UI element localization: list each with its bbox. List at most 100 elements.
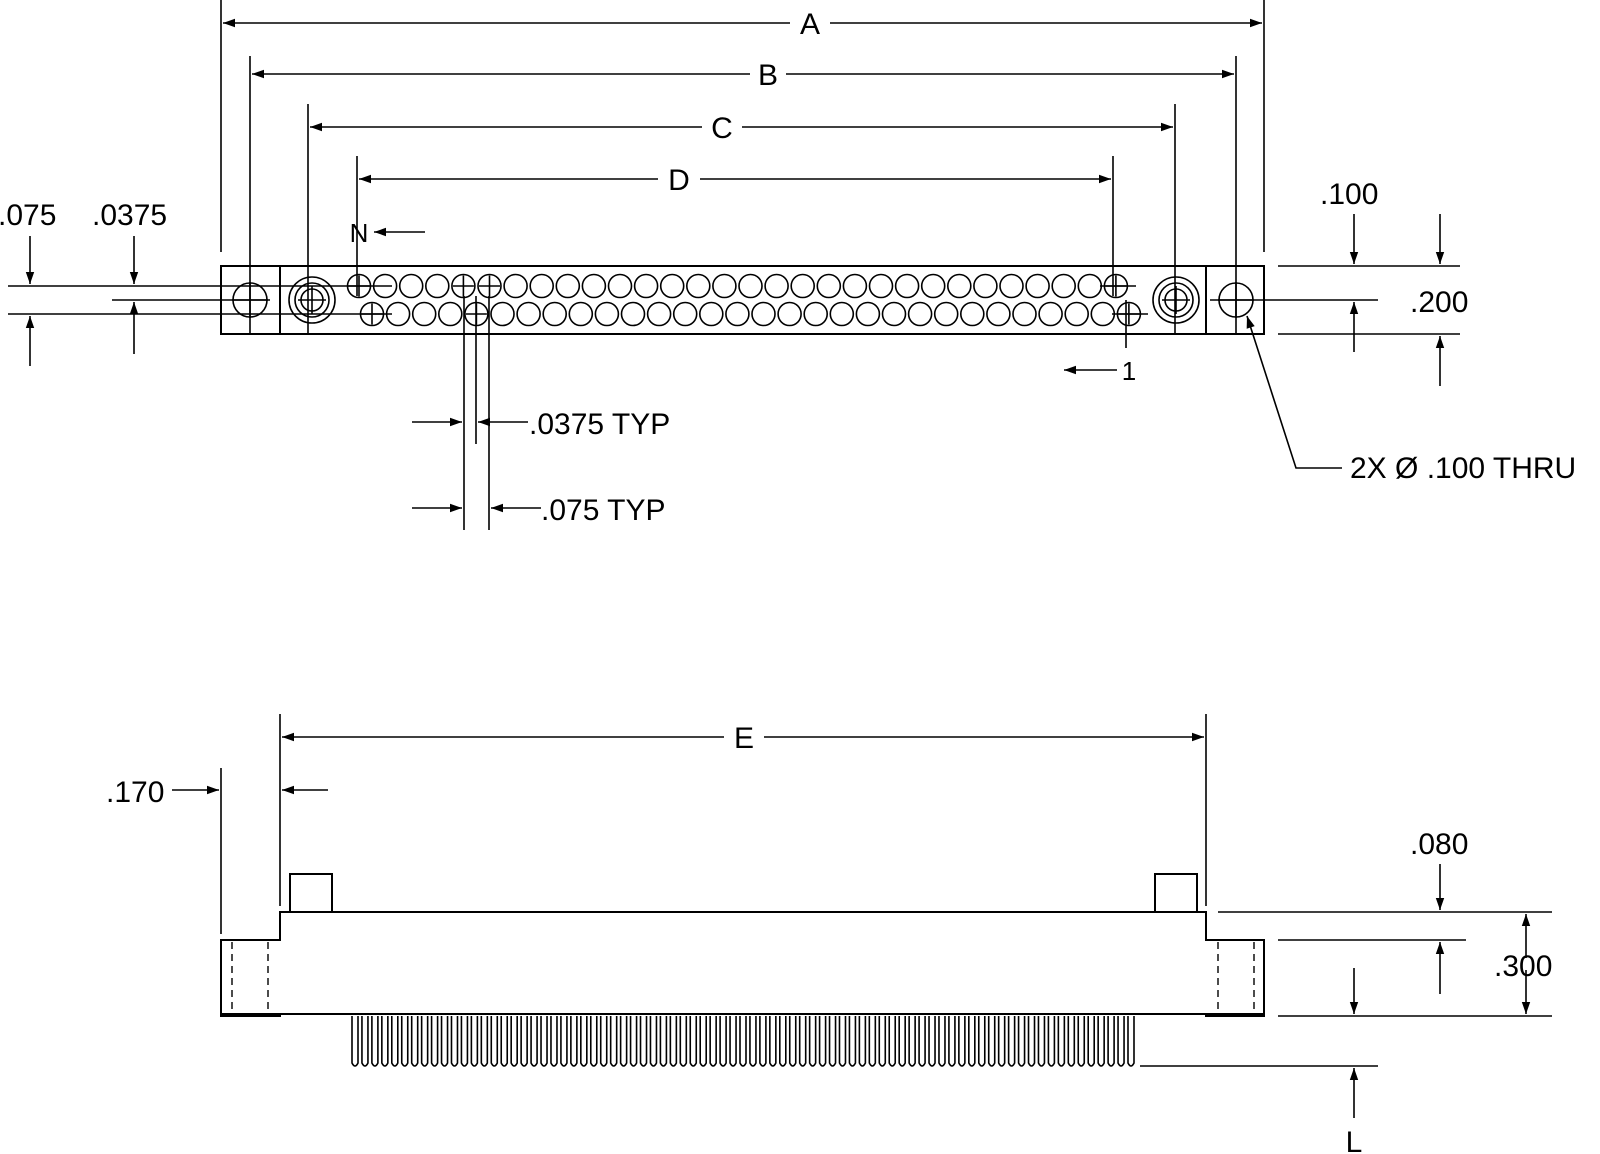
contact-tail (1107, 1016, 1115, 1067)
pin-1-label: 1 (1122, 356, 1136, 386)
contact-tail (1127, 1016, 1135, 1067)
contact-row1 (1051, 273, 1076, 299)
pitch-075-label: .075 TYP (541, 494, 666, 527)
contact-tail (530, 1016, 538, 1067)
contact-row1 (894, 273, 920, 299)
contact-row2 (777, 301, 802, 327)
contact-tail (1027, 1016, 1036, 1067)
contact-tail (460, 1016, 469, 1067)
contact-tail (390, 1016, 399, 1067)
contact-tail (520, 1016, 528, 1067)
contact-row1 (842, 273, 868, 299)
contact-tail (649, 1016, 658, 1067)
contact-tail (381, 1016, 389, 1067)
contact-tail (699, 1016, 708, 1067)
contact-tail (1057, 1016, 1066, 1067)
contact-row2 (725, 301, 750, 327)
contact-tail (659, 1016, 668, 1067)
contact-row2 (986, 301, 1011, 327)
contact-row1 (581, 273, 607, 299)
contact-row2 (516, 301, 541, 327)
dim-C-label: C (711, 112, 733, 145)
contact-tail (410, 1016, 419, 1067)
contact-tail (788, 1016, 797, 1067)
contact-tail (570, 1016, 578, 1067)
dim-right-200-label: .200 (1410, 286, 1468, 319)
contact-row1 (920, 273, 946, 299)
contact-tail (1007, 1016, 1016, 1067)
contact-row1 (712, 273, 737, 299)
contact-row2 (1012, 301, 1037, 327)
contact-tail (689, 1016, 698, 1067)
contact-row1 (633, 273, 659, 299)
contact-row2 (881, 301, 907, 327)
dim-right-080-label: .080 (1410, 828, 1468, 861)
contact-row2 (568, 301, 594, 327)
contact-row2 (1038, 301, 1063, 327)
contact-tail (798, 1016, 807, 1067)
contact-row2 (411, 301, 437, 327)
contact-row2 (959, 301, 985, 327)
contact-tail (898, 1016, 906, 1067)
dim-left-170-label: .170 (106, 776, 164, 809)
contact-row2 (646, 301, 672, 327)
dim-B-label: B (758, 59, 778, 92)
contact-tail (589, 1016, 598, 1067)
contact-tail (838, 1016, 847, 1067)
contact-tail (1097, 1016, 1105, 1067)
dim-left-0375-label: .0375 (92, 199, 167, 232)
contact-tail (1047, 1016, 1056, 1067)
contact-row1 (816, 273, 842, 299)
contact-tail (440, 1016, 449, 1067)
contact-tail (739, 1016, 747, 1067)
contact-tail (868, 1016, 877, 1067)
contact-tail (1067, 1016, 1076, 1067)
contact-row1 (999, 273, 1024, 299)
contact-row1 (477, 273, 502, 299)
contact-row2 (829, 301, 855, 327)
pitch-0375-label: .0375 TYP (529, 408, 670, 441)
contact-tail (599, 1016, 608, 1067)
contact-tail (709, 1016, 717, 1067)
contact-tail (500, 1016, 509, 1067)
contact-tail (560, 1016, 568, 1067)
contact-tail (828, 1016, 837, 1067)
contact-tail (480, 1016, 489, 1067)
dim-E-label: E (734, 722, 754, 755)
left-jackscrew (288, 276, 336, 324)
contact-tail (719, 1016, 727, 1067)
dim-A-label: A (800, 8, 820, 41)
contact-tail (938, 1016, 946, 1067)
contact-row1 (1077, 273, 1103, 299)
contact-tail (1017, 1016, 1026, 1067)
contact-tail (639, 1016, 648, 1067)
contact-tail (808, 1016, 817, 1067)
dim-left-075-label: .075 (0, 199, 56, 232)
contact-row1 (764, 273, 789, 299)
side-body-outline (220, 911, 1265, 1017)
contact-tail (778, 1016, 787, 1067)
contact-tail (987, 1016, 996, 1067)
contact-tail (769, 1016, 777, 1067)
contact-tail (430, 1016, 439, 1067)
dim-L-label: L (1346, 1126, 1363, 1154)
contact-row1 (1025, 273, 1050, 299)
dim-right-300-label: .300 (1494, 950, 1552, 983)
contact-tail (918, 1016, 926, 1067)
contact-row1 (659, 273, 685, 299)
contact-tail (1077, 1016, 1086, 1067)
contact-tail (540, 1016, 548, 1067)
contact-tail (470, 1016, 479, 1067)
contact-tail (729, 1016, 737, 1067)
contact-tail (510, 1016, 518, 1067)
right-jackscrew (1152, 276, 1200, 324)
contact-tail (888, 1016, 897, 1067)
left-post (289, 873, 333, 913)
contact-tail (908, 1016, 916, 1067)
contact-tail (619, 1016, 628, 1067)
contact-tail (749, 1016, 757, 1067)
contact-tail (759, 1016, 767, 1067)
hole-callout-leader (1246, 315, 1342, 469)
contact-tail (361, 1016, 369, 1067)
